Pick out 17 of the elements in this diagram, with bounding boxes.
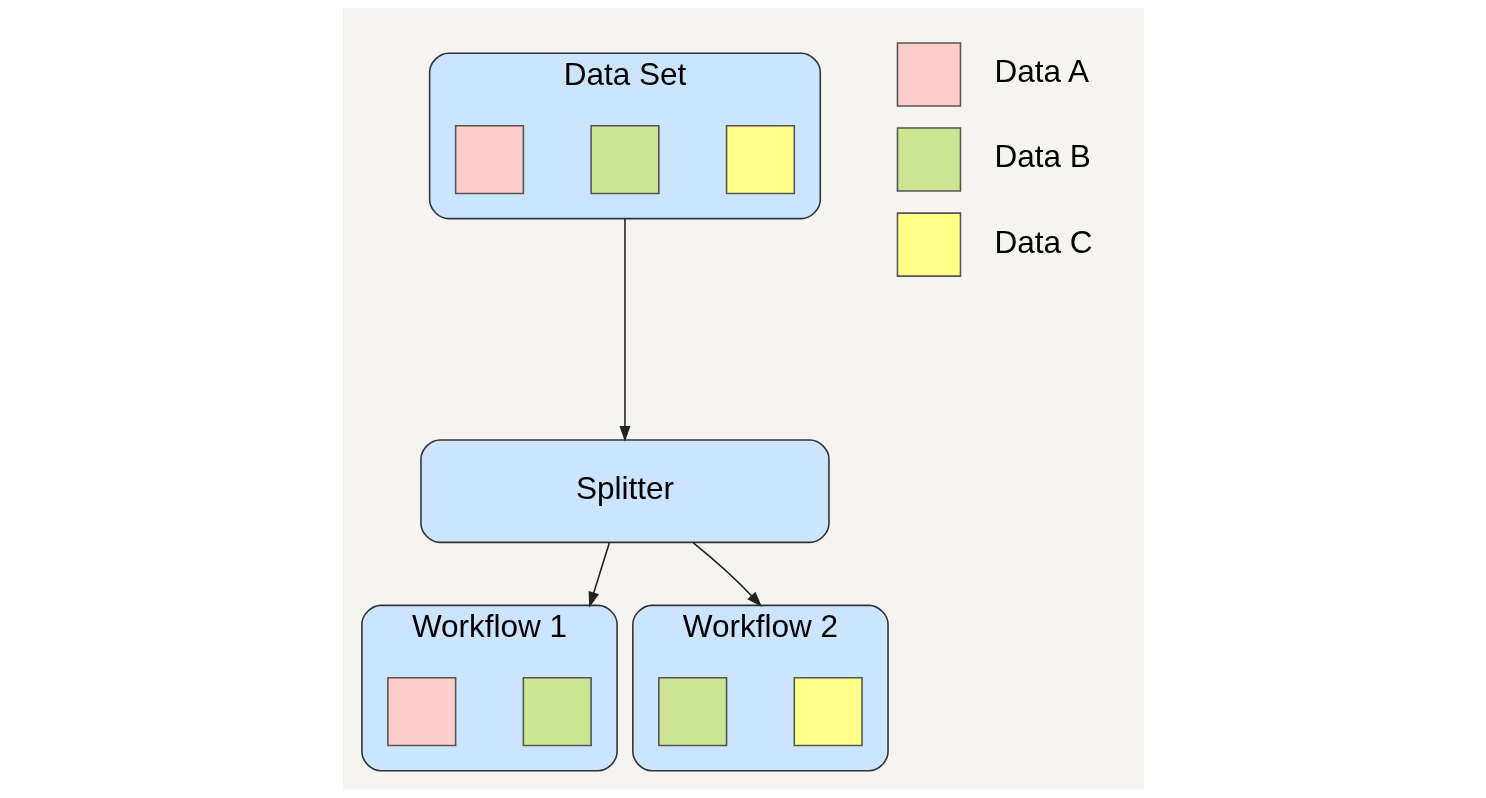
node-box (454, 124, 524, 195)
node-box (725, 124, 795, 195)
node-box: Splitter (419, 439, 830, 544)
legend-label: Data B (993, 138, 1091, 175)
node-box (657, 677, 727, 747)
legend-label: Data A (993, 53, 1089, 90)
legend-label: Data C (993, 223, 1092, 260)
cluster: Workflow 1 (360, 604, 618, 772)
cluster: Data Set (428, 52, 821, 220)
arrow (618, 217, 630, 442)
node-box (793, 677, 863, 747)
arrow (588, 541, 610, 608)
node-box (522, 677, 592, 747)
arrow (692, 542, 762, 608)
node-box (386, 677, 456, 747)
node-box (589, 124, 660, 195)
cluster: Workflow 2 (631, 604, 889, 772)
